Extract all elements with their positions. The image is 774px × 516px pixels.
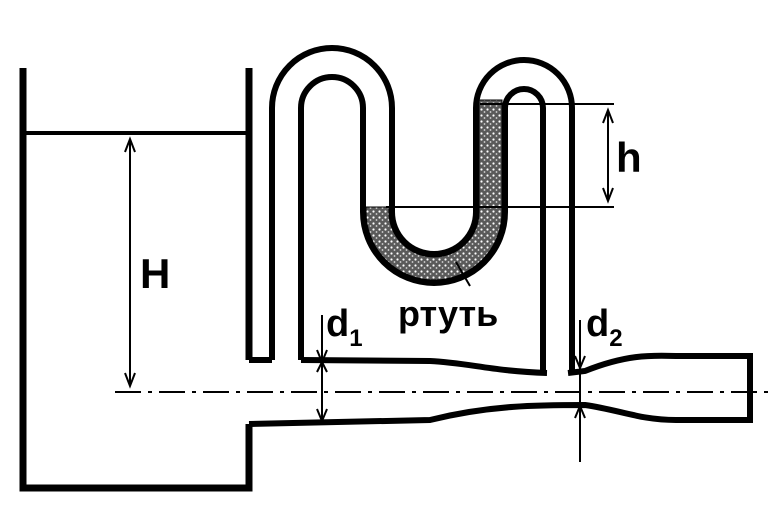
manometer-tube-inner	[298, 74, 546, 373]
d1-dimension	[316, 315, 328, 425]
h-label: h	[616, 134, 642, 181]
H-label: H	[140, 250, 170, 297]
h-dimension	[386, 103, 614, 208]
d1-label: d1	[326, 303, 363, 352]
d2-dimension	[574, 320, 586, 462]
H-dimension	[124, 136, 136, 389]
pipe	[248, 352, 753, 427]
manometer-tube-outer	[269, 45, 575, 373]
mercury-column	[365, 99, 503, 281]
mercury-leader	[455, 261, 471, 287]
tank	[19, 68, 253, 492]
d2-label: d2	[586, 303, 623, 352]
mercury-label: ртуть	[398, 293, 498, 334]
